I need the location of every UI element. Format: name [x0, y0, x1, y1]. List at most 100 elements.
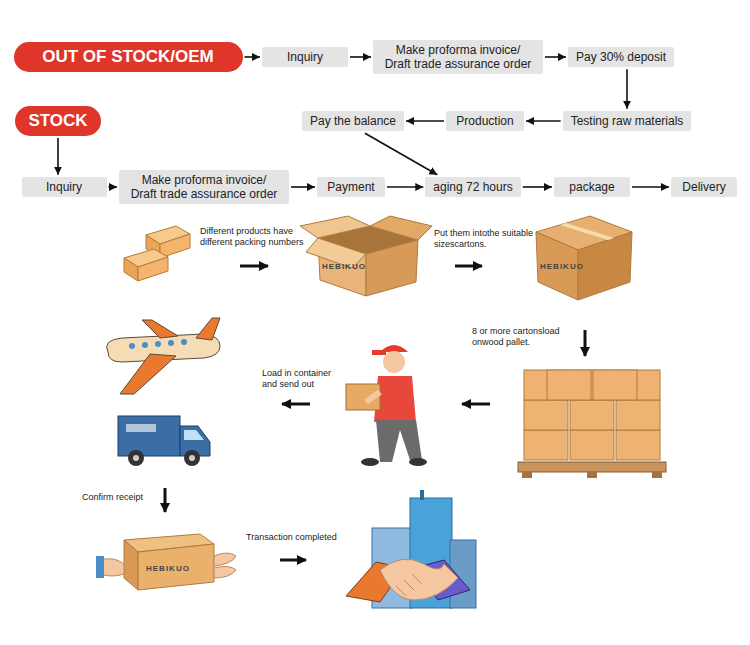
label-text: HEBIKUO — [322, 262, 366, 271]
worker-figure — [366, 392, 380, 402]
received-package — [124, 540, 138, 590]
received-package — [96, 556, 104, 578]
pallet-cartons — [593, 370, 637, 400]
delivery-van — [189, 455, 195, 461]
pallet-cartons — [524, 430, 568, 460]
pallet-cartons — [518, 462, 666, 472]
node-text: Make proforma invoice/ Draft trade assur… — [385, 43, 532, 71]
airplane — [142, 342, 148, 348]
pallet-cartons — [570, 400, 614, 430]
flow-arrow — [109, 186, 118, 188]
step-note: Confirm receipt — [82, 492, 162, 503]
airplane — [168, 340, 174, 346]
label-text: Confirm receipt — [82, 492, 143, 502]
pallet-cartons — [616, 430, 660, 460]
worker-figure — [383, 351, 405, 373]
delivery-van — [126, 424, 156, 432]
node-text: STOCK — [28, 111, 87, 130]
step-note: 8 or more cartonsload onwood pallet. — [472, 326, 576, 348]
node-text: Pay 30% deposit — [576, 50, 666, 64]
carton-brand: HEBIKUO — [322, 262, 366, 271]
flow-arrow — [523, 186, 552, 188]
process-box: Pay the balance — [302, 111, 404, 131]
node-text: Payment — [327, 180, 374, 194]
delivery-van — [184, 450, 200, 466]
pallet-cartons — [518, 370, 666, 478]
flow-arrows — [280, 559, 306, 562]
label-text: Different products have different packin… — [200, 226, 303, 247]
delivery-van — [118, 416, 180, 456]
node-text: package — [569, 180, 614, 194]
process-box: Make proforma invoice/ Draft trade assur… — [373, 40, 543, 75]
received-package — [96, 534, 236, 590]
open-carton — [300, 216, 432, 296]
received-package — [138, 544, 214, 590]
worker-figure — [376, 420, 422, 462]
carton-brand: HEBIKUO — [146, 564, 190, 573]
process-box: Production — [446, 111, 524, 131]
process-box: Inquiry — [22, 177, 107, 197]
process-box: Delivery — [671, 177, 737, 197]
closed-carton — [536, 216, 632, 300]
pallet-cartons — [524, 400, 568, 430]
worker-figure — [346, 345, 427, 466]
node-text: Delivery — [682, 180, 725, 194]
flow-arrows — [455, 265, 482, 268]
delivery-van — [133, 455, 139, 461]
flow-arrow — [387, 186, 423, 188]
step-note: Transaction completed — [246, 532, 356, 543]
flow-arrow — [350, 56, 371, 58]
path-badge: OUT OF STOCK/OEM — [14, 42, 243, 72]
pallet-cartons — [547, 370, 591, 400]
small-cartons — [160, 234, 190, 258]
worker-figure — [409, 458, 427, 466]
delivery-van — [128, 450, 144, 466]
label-text: HEBIKUO — [540, 262, 584, 271]
handshake-buildings — [420, 490, 424, 500]
small-cartons — [124, 226, 190, 281]
process-box: Testing raw materials — [563, 111, 692, 131]
flow-arrows — [240, 265, 268, 268]
flow-arrows — [584, 330, 587, 356]
flow-arrow — [365, 133, 437, 175]
node-text: Testing raw materials — [571, 114, 684, 128]
pallet-cartons — [616, 400, 660, 430]
airplane — [196, 318, 220, 340]
process-box: package — [554, 177, 630, 197]
handshake-buildings — [396, 574, 422, 596]
node-text: Production — [456, 114, 513, 128]
process-box: Make proforma invoice/ Draft trade assur… — [119, 170, 289, 205]
flow-arrow — [632, 186, 669, 188]
airplane — [155, 341, 161, 347]
airplane — [142, 320, 178, 338]
received-package — [214, 553, 236, 566]
flow-arrow — [57, 138, 59, 175]
step-note: Different products have different packin… — [200, 226, 320, 248]
worker-figure — [372, 350, 386, 355]
carton-brand: HEBIKUO — [540, 262, 584, 271]
flow-arrows — [165, 266, 585, 560]
pallet-cartons — [587, 472, 597, 478]
label-text: Put them intothe suitable sizescartons. — [434, 228, 533, 249]
pallet-cartons — [652, 472, 662, 478]
flow-arrow — [406, 120, 444, 122]
step-note: Load in container and send out — [262, 368, 346, 390]
delivery-van — [118, 416, 210, 466]
node-text: Inquiry — [46, 180, 82, 194]
label-text: 8 or more cartonsload onwood pallet. — [472, 326, 560, 347]
closed-carton — [560, 223, 614, 240]
node-text: aging 72 hours — [433, 180, 512, 194]
flow-arrow — [626, 69, 628, 109]
pallet-cartons — [570, 430, 614, 460]
airplane — [120, 354, 176, 394]
node-text: Inquiry — [287, 50, 323, 64]
received-package — [214, 566, 236, 578]
flow-arrow — [245, 56, 261, 58]
worker-figure — [361, 458, 379, 466]
flow-arrow — [545, 56, 566, 58]
flow-arrows — [164, 488, 167, 512]
label-text: Transaction completed — [246, 532, 337, 542]
